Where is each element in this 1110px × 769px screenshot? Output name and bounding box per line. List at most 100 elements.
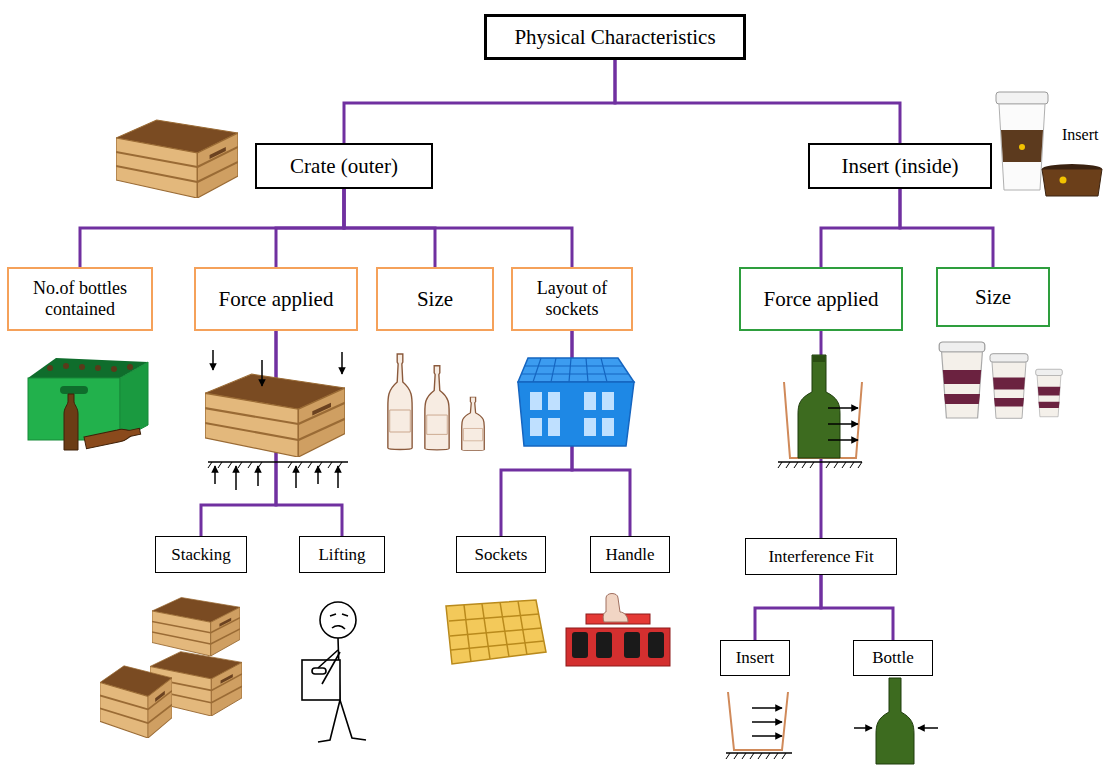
drawing-part (79, 364, 85, 370)
detail-box: Lifting (299, 536, 385, 573)
node-text: Handle (605, 545, 654, 565)
drawing-part (584, 418, 596, 436)
drawing-part (766, 753, 770, 759)
detail-box: Handle (590, 536, 670, 573)
force-crate-icon (205, 350, 348, 490)
cup-sizes-icon (939, 342, 1062, 418)
drawing-part (64, 394, 78, 450)
blue-crate-icon (518, 358, 634, 446)
drawing-part (328, 462, 332, 468)
drawing-part (482, 604, 490, 659)
drawing-part (295, 466, 297, 488)
drawing-part (464, 605, 471, 662)
drawing-part (320, 602, 356, 638)
drawing-part (446, 600, 546, 664)
drawing-part (939, 342, 985, 418)
drawing-part (990, 354, 1028, 419)
drawing-part (341, 352, 343, 374)
drawing-part (522, 358, 628, 382)
drawing-part (47, 365, 53, 371)
drawing-part (602, 392, 614, 410)
drawing-part (1036, 369, 1063, 417)
drawing-part (522, 373, 628, 374)
drawing-part (876, 678, 914, 764)
drawing-part (810, 462, 814, 468)
drawing-part (449, 601, 544, 662)
drawing-part (802, 462, 806, 468)
drawing-part (602, 418, 614, 436)
drawing-part (726, 753, 786, 759)
node-text: Force applied (219, 287, 334, 311)
node-text: Stacking (171, 545, 231, 565)
drawing-part (208, 462, 342, 468)
drawing-part (999, 104, 1045, 190)
drawing-part (228, 462, 232, 468)
drawing-part (648, 632, 664, 658)
drawing-part (794, 462, 798, 468)
drawing-part (317, 466, 319, 484)
crate-attribute-box: No.of bottles contained (7, 267, 153, 331)
drawing-part (462, 397, 485, 450)
insert-attribute-box: Force applied (739, 267, 903, 331)
drawing-part (525, 365, 623, 366)
drawing-part (826, 462, 830, 468)
drawing-part (752, 735, 782, 737)
bottle-in-insert-icon (778, 355, 862, 468)
drawing-part (842, 462, 846, 468)
insert-sleeve-icon (1042, 164, 1102, 196)
tree-connector (615, 60, 900, 143)
drawing-part (758, 753, 762, 759)
drawing-part (530, 392, 542, 410)
detail-box: Interference Fit (745, 538, 897, 575)
drawing-part (318, 650, 340, 684)
drawing-part (752, 721, 782, 723)
drawing-part (572, 632, 588, 658)
drawing-part (533, 358, 541, 382)
drawing-part (726, 752, 792, 754)
drawing-part (624, 632, 640, 658)
green-crate-icon (28, 358, 148, 450)
drawing-part (257, 466, 259, 486)
drawing-part (238, 462, 242, 468)
node-text: Insert (736, 648, 775, 668)
drawing-part (778, 462, 862, 468)
tree-connector (821, 189, 900, 267)
drawing-part (330, 614, 348, 616)
node-text: Layout of sockets (519, 278, 625, 319)
drawing-part (127, 364, 133, 370)
drawing-part (425, 366, 449, 450)
drawing-part (518, 601, 527, 655)
drawing-part (742, 753, 746, 759)
drawing-part (116, 120, 238, 198)
detail-box: Sockets (456, 536, 546, 573)
drawing-part (734, 753, 738, 759)
drawing-part (782, 753, 786, 759)
node-text: Size (417, 287, 453, 311)
node-text: Crate (outer) (290, 154, 398, 178)
stacked-crates-icon (100, 598, 242, 739)
drawing-part (152, 598, 240, 657)
drawing-part (1060, 177, 1067, 184)
drawing-part (63, 363, 69, 369)
drawing-part (728, 692, 788, 750)
drawing-part (60, 386, 88, 394)
category-box: Crate (outer) (255, 143, 433, 189)
drawing-part (750, 753, 754, 759)
drawing-part (308, 462, 312, 468)
drawing-part (215, 466, 338, 490)
drawing-part (1001, 130, 1043, 162)
drawing-part (572, 632, 664, 658)
root-box: Physical Characteristics (484, 14, 746, 60)
socket-tray-icon (446, 600, 546, 664)
node-text: Sockets (475, 545, 528, 565)
crate-attribute-box: Layout of sockets (511, 267, 633, 331)
coffee-cup-icon (996, 92, 1048, 190)
tree-connector (900, 189, 993, 267)
node-text: Bottle (872, 648, 914, 668)
drawing-part (584, 392, 596, 410)
insert-attribute-box: Size (936, 267, 1050, 327)
tree-connector (80, 189, 344, 267)
drawing-part (208, 461, 348, 463)
